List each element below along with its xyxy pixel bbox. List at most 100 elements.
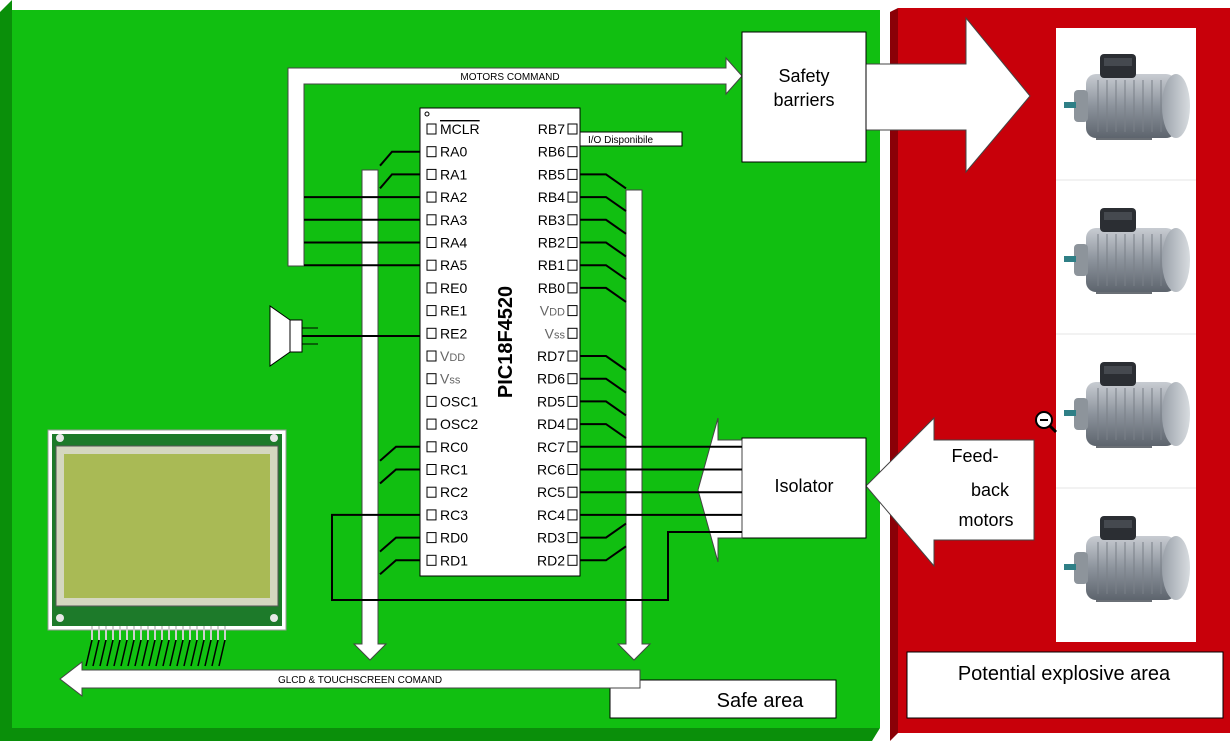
pin-label: RD7 (537, 348, 565, 364)
chip-pin (568, 419, 577, 429)
explosive-area-label-box: Potential explosive area (907, 652, 1223, 718)
svg-text:RA2: RA2 (440, 189, 467, 205)
chip-pin (568, 306, 577, 316)
chip-pin (568, 442, 577, 452)
safety-barriers-label-2: barriers (773, 90, 834, 110)
pin-label: RB6 (538, 144, 565, 160)
chip-pin (568, 147, 577, 157)
explosive-area-label: Potential explosive area (958, 663, 1171, 685)
pin-label: RB5 (538, 166, 565, 182)
pin-label: RC3 (440, 507, 468, 523)
glcd-screen (64, 454, 270, 598)
svg-text:RA4: RA4 (440, 235, 467, 251)
svg-text:RC1: RC1 (440, 462, 468, 478)
isolator-box: Isolator (742, 438, 866, 538)
svg-text:RA1: RA1 (440, 166, 467, 182)
pin-label: RB1 (538, 257, 565, 273)
safety-barriers-label-1: Safety (778, 66, 829, 86)
safe-area-edge (0, 0, 12, 741)
svg-text:RD6: RD6 (537, 371, 565, 387)
chip-pin (568, 351, 577, 361)
svg-text:RC4: RC4 (537, 507, 565, 523)
chip-pin (427, 328, 436, 338)
pin-label: RD0 (440, 530, 468, 546)
svg-text:RD3: RD3 (537, 530, 565, 546)
pin-label: RA4 (440, 235, 467, 251)
io-available-tag: I/O Disponibile (580, 132, 682, 146)
pin-label: RB7 (538, 121, 565, 137)
pin-label: RA2 (440, 189, 467, 205)
chip-pin (427, 374, 436, 384)
isolator-label: Isolator (774, 476, 833, 496)
chip-pin (427, 351, 436, 361)
io-available-label: I/O Disponibile (588, 135, 653, 146)
svg-text:RB3: RB3 (538, 212, 565, 228)
pin-label: RC5 (537, 484, 565, 500)
pin-label: RA0 (440, 144, 467, 160)
pin-label: MCLR (440, 121, 480, 137)
pin-label: RD3 (537, 530, 565, 546)
svg-text:RC7: RC7 (537, 439, 565, 455)
chip-pin (427, 487, 436, 497)
pin-label: RB0 (538, 280, 565, 296)
svg-text:RB0: RB0 (538, 280, 565, 296)
svg-text:RC3: RC3 (440, 507, 468, 523)
svg-text:RC0: RC0 (440, 439, 468, 455)
svg-text:RD4: RD4 (537, 416, 565, 432)
chip-pin (568, 260, 577, 270)
svg-text:RB2: RB2 (538, 235, 565, 251)
pin-label: RD5 (537, 393, 565, 409)
pin-label: RD2 (537, 552, 565, 568)
pin-label: RC2 (440, 484, 468, 500)
pin-label: RE1 (440, 303, 467, 319)
chip-pin (427, 192, 436, 202)
svg-text:RD0: RD0 (440, 530, 468, 546)
svg-text:RA0: RA0 (440, 144, 467, 160)
chip-pin (427, 465, 436, 475)
svg-text:RE2: RE2 (440, 325, 467, 341)
svg-text:RC5: RC5 (537, 484, 565, 500)
svg-text:RD1: RD1 (440, 552, 468, 568)
chip-pin (427, 260, 436, 270)
svg-text:RA5: RA5 (440, 257, 467, 273)
svg-text:OSC1: OSC1 (440, 393, 478, 409)
pin-label: RC7 (537, 439, 565, 455)
pin-label: RC6 (537, 462, 565, 478)
chip-pin (568, 555, 577, 565)
svg-text:OSC2: OSC2 (440, 416, 478, 432)
svg-text:RB1: RB1 (538, 257, 565, 273)
safe-area-label: Safe area (717, 690, 805, 712)
svg-text:RE1: RE1 (440, 303, 467, 319)
pin-label: RE0 (440, 280, 467, 296)
svg-text:RB7: RB7 (538, 121, 565, 137)
safe-area-label-box: Safe area (610, 680, 836, 718)
svg-text:RD2: RD2 (537, 552, 565, 568)
pin-label: OSC2 (440, 416, 478, 432)
chip-name: PIC18F4520 (495, 286, 517, 398)
chip-pin (568, 533, 577, 543)
feedback-label-1: Feed- (951, 446, 998, 466)
svg-text:MCLR: MCLR (440, 121, 480, 137)
chip-pin (568, 215, 577, 225)
feedback-label-3: motors (958, 510, 1013, 530)
chip-pin (427, 442, 436, 452)
pin-label: RA1 (440, 166, 467, 182)
chip-pin (427, 147, 436, 157)
svg-text:RB6: RB6 (538, 144, 565, 160)
feedback-label-2: back (971, 480, 1010, 500)
safe-area-bottom (0, 728, 880, 741)
pin-label: RD1 (440, 552, 468, 568)
svg-text:RD5: RD5 (537, 393, 565, 409)
svg-text:RD7: RD7 (537, 348, 565, 364)
chip-pin (427, 215, 436, 225)
pin-label: RC0 (440, 439, 468, 455)
pin-label: RA3 (440, 212, 467, 228)
pin-label: RD4 (537, 416, 565, 432)
pin-label: RB4 (538, 189, 565, 205)
chip-pin (568, 465, 577, 475)
pin-label: RC1 (440, 462, 468, 478)
svg-text:RC6: RC6 (537, 462, 565, 478)
chip-pin (568, 283, 577, 293)
chip-pin (427, 306, 436, 316)
chip-pin (427, 533, 436, 543)
